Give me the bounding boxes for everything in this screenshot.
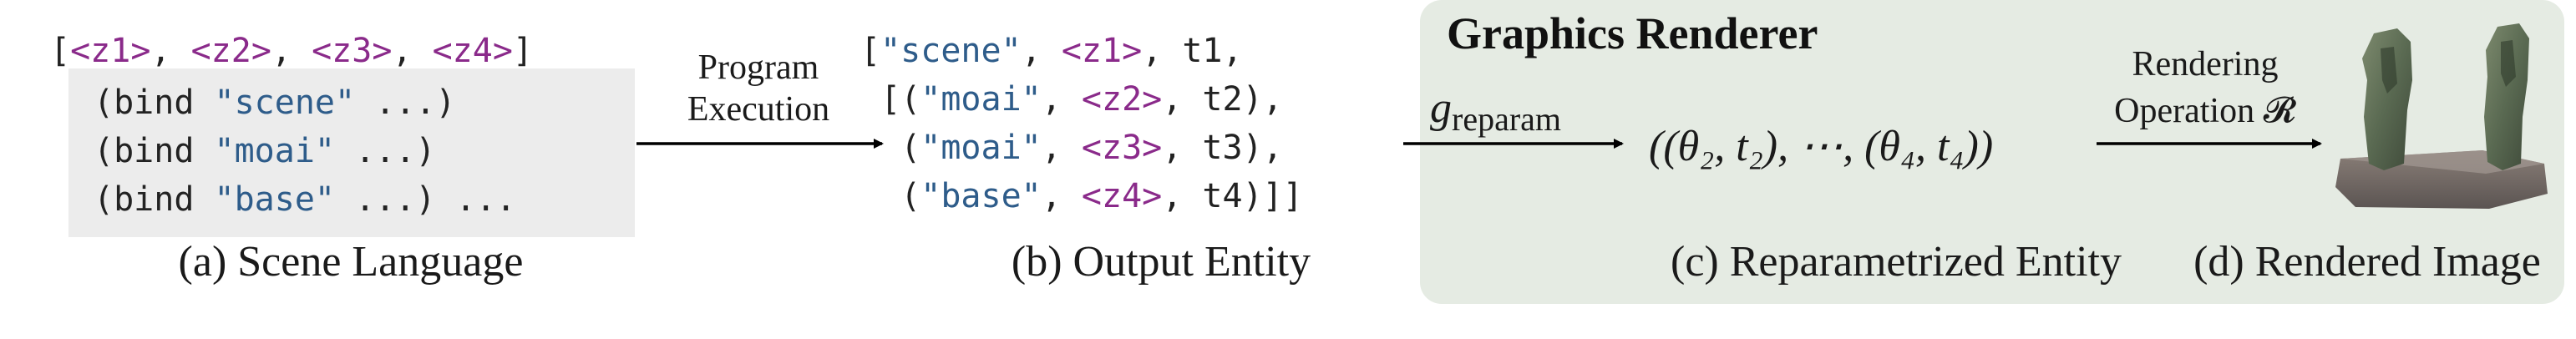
graphics-renderer-panel bbox=[1420, 0, 2564, 304]
scene-language-block: [<z1>, <z2>, <z3>, <z4>] (bind "scene" .… bbox=[50, 32, 635, 286]
code-box bbox=[68, 68, 635, 237]
bind-rest: ...) bbox=[335, 132, 435, 170]
bind-name: "scene" bbox=[215, 83, 356, 122]
latent-list-close: ] bbox=[513, 32, 533, 70]
output-entity-block: ["scene", <z1>, t1, [("moai", <z2>, t2),… bbox=[860, 32, 1311, 286]
bind-line-scene: (bind "scene" ...) bbox=[94, 83, 456, 122]
code-punctuation: ( bbox=[860, 177, 920, 215]
latent-token: <z1> bbox=[1062, 32, 1142, 70]
program-execution-step: Program Execution bbox=[636, 48, 884, 149]
rendering-operation-label-line2: Operation 𝓡 bbox=[2114, 92, 2296, 130]
rendering-operation-label-line1: Rendering bbox=[2132, 45, 2279, 83]
code-punctuation: , bbox=[1042, 177, 1082, 215]
caption-rendered-image: (d) Rendered Image bbox=[2193, 238, 2541, 286]
greparam-subscript: reparam bbox=[1452, 100, 1561, 138]
code-punctuation: , t2), bbox=[1162, 80, 1283, 119]
code-punctuation: [ bbox=[860, 32, 880, 70]
latent-token: <z2> bbox=[1082, 80, 1162, 119]
output-entity-line-4: ("base", <z4>, t4)]] bbox=[860, 177, 1303, 215]
code-punctuation: , t3), bbox=[1162, 129, 1283, 167]
latent-list-open: [ bbox=[50, 32, 70, 70]
latent-token-z3: <z3> bbox=[312, 32, 392, 70]
entity-name-string: "moai" bbox=[920, 129, 1042, 167]
greparam-label: greparam bbox=[1430, 84, 1561, 138]
latent-token: <z4> bbox=[1082, 177, 1162, 215]
bind-name: "base" bbox=[215, 180, 336, 219]
bind-rest: ...) ... bbox=[335, 180, 516, 219]
output-entity-line-2: [("moai", <z2>, t2), bbox=[860, 80, 1283, 119]
output-entity-line-1: ["scene", <z1>, t1, bbox=[860, 32, 1243, 70]
latent-token: <z3> bbox=[1082, 129, 1162, 167]
output-entity-line-3: ("moai", <z3>, t3), bbox=[860, 129, 1283, 167]
latent-token-z2: <z2> bbox=[191, 32, 271, 70]
entity-name-string: "base" bbox=[920, 177, 1042, 215]
code-punctuation: , t4)]] bbox=[1162, 177, 1303, 215]
code-punctuation: , bbox=[1022, 32, 1062, 70]
caption-output-entity: (b) Output Entity bbox=[1012, 238, 1311, 286]
code-punctuation: , bbox=[1042, 129, 1082, 167]
bind-keyword: (bind bbox=[94, 180, 215, 219]
bind-line-base: (bind "base" ...) ... bbox=[94, 180, 516, 219]
entity-name-string: "scene" bbox=[880, 32, 1022, 70]
latent-token-z1: <z1> bbox=[70, 32, 150, 70]
rendered-moai-image bbox=[2335, 23, 2548, 209]
moai-statue-left bbox=[2362, 28, 2412, 170]
latent-token-z4: <z4> bbox=[433, 32, 513, 70]
entity-name-string: "moai" bbox=[920, 80, 1042, 119]
latent-list: [<z1>, <z2>, <z3>, <z4>] bbox=[50, 32, 533, 70]
caption-scene-language: (a) Scene Language bbox=[179, 238, 524, 286]
latent-sep: , bbox=[271, 32, 312, 70]
latent-sep: , bbox=[150, 32, 190, 70]
bind-rest: ...) bbox=[355, 83, 455, 122]
code-punctuation: , bbox=[1042, 80, 1082, 119]
moai-statue-right bbox=[2484, 23, 2529, 170]
code-punctuation: ( bbox=[860, 129, 920, 167]
program-execution-label-line1: Program bbox=[698, 48, 819, 87]
latent-sep: , bbox=[392, 32, 432, 70]
bind-keyword: (bind bbox=[94, 132, 215, 170]
greparam-g: g bbox=[1430, 84, 1452, 132]
caption-reparametrized-entity: (c) Reparametrized Entity bbox=[1671, 238, 2122, 286]
program-execution-label-line2: Execution bbox=[687, 90, 829, 129]
code-punctuation: , t1, bbox=[1142, 32, 1242, 70]
reparametrized-entity-formula: ((θ₂, t₂), ⋯, (θ₄, t₄)) bbox=[1649, 123, 1993, 170]
graphics-renderer-title: Graphics Renderer bbox=[1447, 8, 1818, 58]
bind-keyword: (bind bbox=[94, 83, 215, 122]
graphics-renderer-block: Graphics Renderer greparam ((θ₂, t₂), ⋯,… bbox=[1403, 8, 2548, 286]
bind-name: "moai" bbox=[215, 132, 336, 170]
moai-right-face-shadow bbox=[2501, 40, 2516, 87]
code-punctuation: [( bbox=[860, 80, 920, 119]
bind-line-moai: (bind "moai" ...) bbox=[94, 132, 435, 170]
moai-left-face-shadow bbox=[2381, 47, 2397, 94]
